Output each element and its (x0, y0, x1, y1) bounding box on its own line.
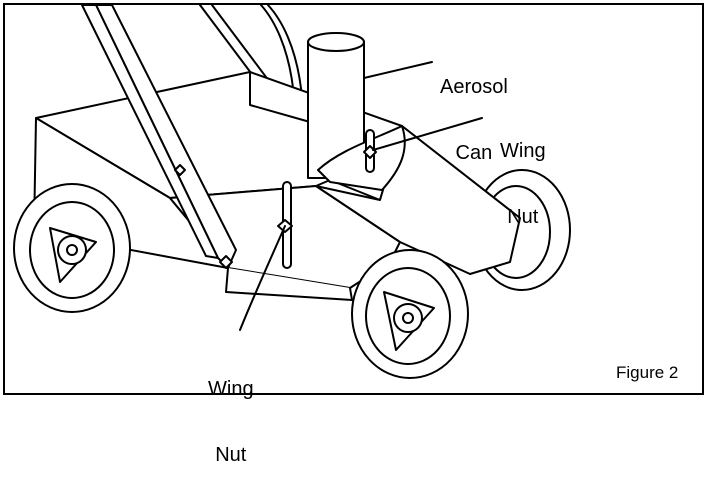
front-right-wheel (351, 249, 469, 379)
leader-aerosol-can (363, 61, 433, 79)
leader-wing-nut-lower (239, 225, 286, 331)
label-aerosol-can: Aerosol Can (440, 32, 508, 186)
label-wing-nut-lower: Wing Nut (208, 334, 254, 488)
label-wing-nut-upper-line2: Nut (507, 206, 539, 228)
leader-lines (239, 61, 483, 331)
label-aerosol-can-line1: Aerosol (440, 76, 508, 98)
label-wing-nut-upper: Wing Nut (500, 96, 546, 250)
label-wing-nut-upper-line1: Wing (500, 140, 546, 162)
marker-cart-illustration (13, 4, 571, 379)
label-wing-nut-lower-line2: Nut (215, 444, 247, 466)
handle-bolt (174, 164, 233, 269)
front-left-wheel (13, 183, 131, 313)
handle-bar (81, 4, 237, 269)
aerosol-can (307, 32, 365, 179)
leader-wing-nut-upper (372, 117, 483, 151)
figure-caption: Figure 2 (616, 363, 679, 382)
label-aerosol-can-line2: Can (455, 142, 493, 164)
label-wing-nut-lower-line1: Wing (208, 378, 254, 400)
